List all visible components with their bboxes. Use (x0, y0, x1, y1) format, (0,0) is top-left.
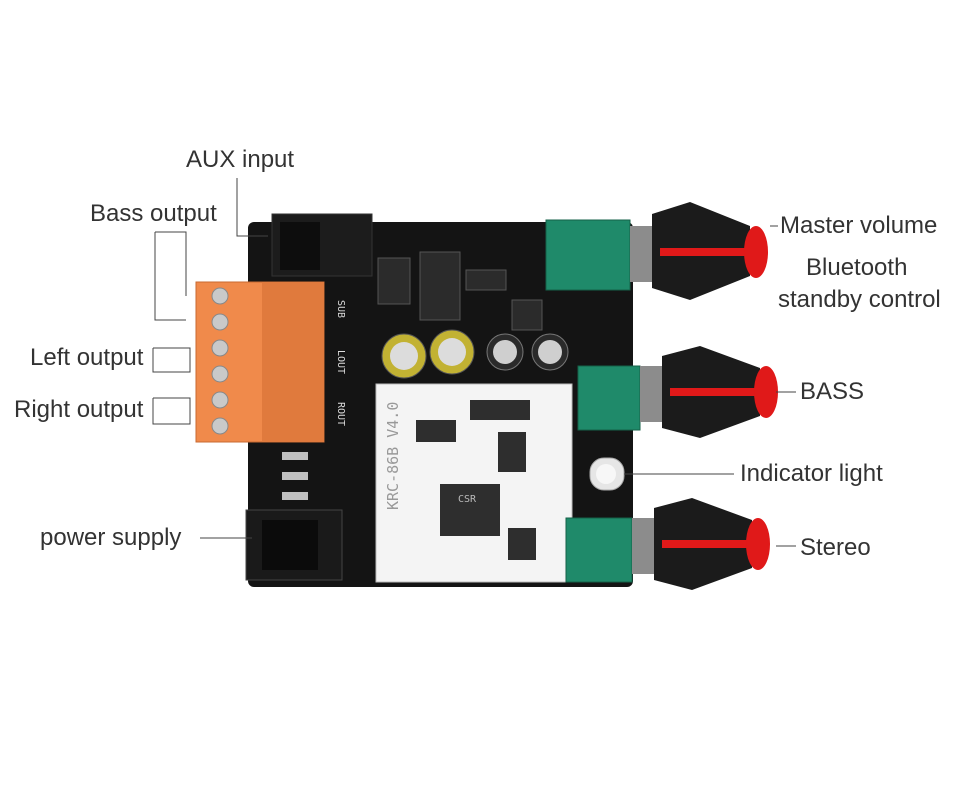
label-aux-input: AUX input (186, 146, 295, 173)
knob-master-volume (630, 202, 768, 300)
capacitors (381, 329, 569, 379)
indicator-led (589, 457, 625, 491)
knob-stereo (632, 498, 770, 590)
module-name: KRC-86B V4.0 (384, 402, 402, 510)
bluetooth-module: CSR KRC-86B V4.0 (375, 383, 573, 583)
pot-bass (577, 365, 641, 431)
chip-brand: CSR (458, 494, 477, 505)
silk-lout: LOUT (335, 350, 346, 374)
label-bass-output: Bass output (90, 200, 217, 227)
label-bluetooth-line1: Bluetooth (806, 254, 908, 281)
terminal-block (195, 281, 325, 443)
silk-rout: ROUT (335, 402, 346, 426)
label-power-supply: power supply (40, 524, 182, 551)
pot-stereo (565, 517, 633, 583)
label-left-output: Left output (30, 344, 144, 371)
label-master-volume: Master volume (780, 212, 938, 239)
label-stereo: Stereo (800, 534, 871, 561)
knob-bass (640, 346, 778, 438)
label-bluetooth-line2: standby control (778, 286, 941, 313)
silk-sub: SUB (335, 300, 346, 318)
label-indicator-light: Indicator light (740, 460, 883, 487)
label-bass: BASS (800, 378, 865, 405)
label-right-output: Right output (14, 396, 144, 423)
